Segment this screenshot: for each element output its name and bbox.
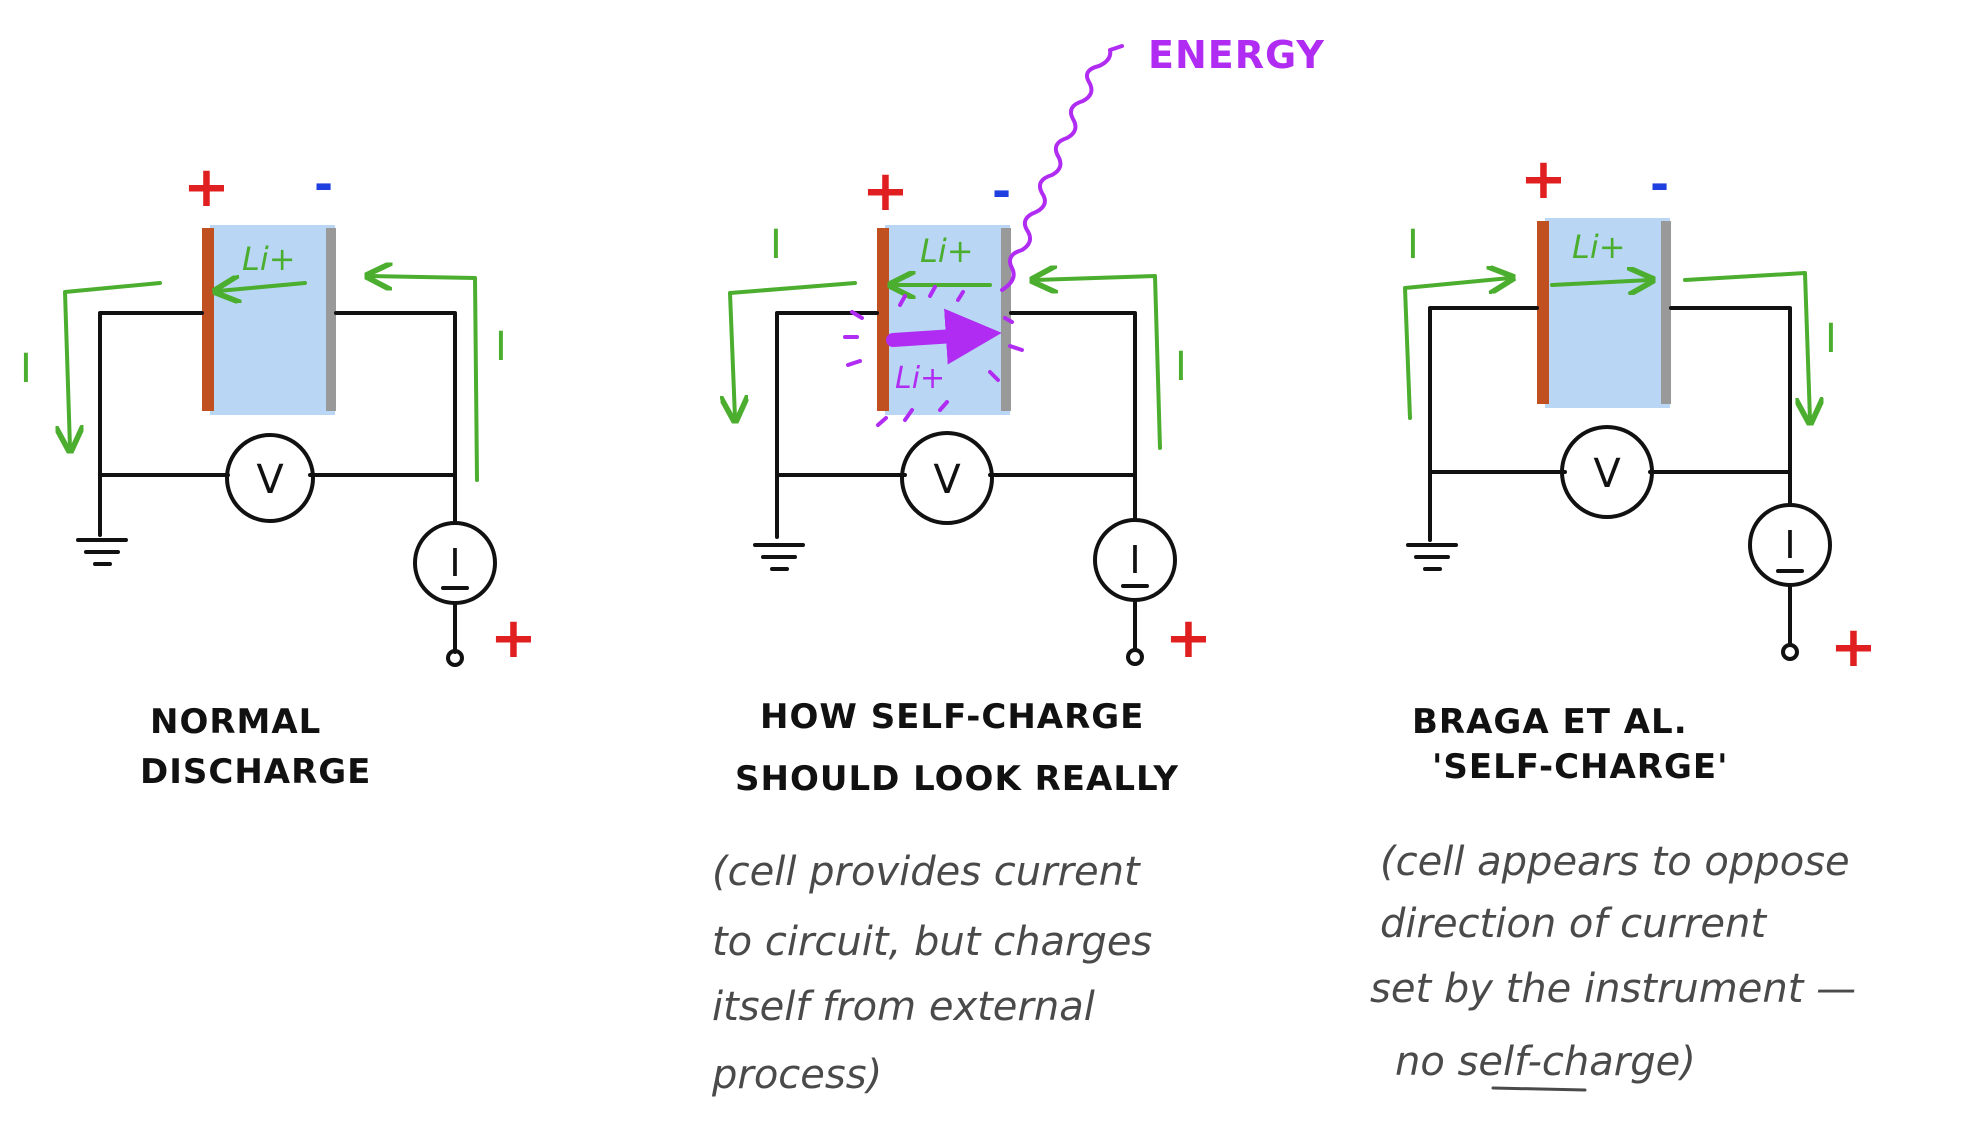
current-label: I — [1175, 344, 1187, 390]
caption-line: SHOULD LOOK REALLY — [735, 759, 1179, 799]
circuit-wire — [775, 311, 1137, 652]
ground-icon — [76, 538, 128, 566]
energy-input: Li+ ENERGY — [843, 33, 1325, 427]
ground-icon — [1406, 543, 1458, 571]
battery-cell — [1537, 218, 1671, 408]
note-line: set by the instrument — — [1370, 966, 1856, 1012]
voltmeter-symbol: V — [1593, 451, 1621, 497]
positive-electrode — [877, 228, 889, 411]
panel-self-charge-real: + - V I + I I Li+ Li+ ENERGY — [711, 33, 1325, 1098]
current-source: I — [1093, 518, 1177, 602]
underline-self — [1491, 1086, 1587, 1092]
current-label: I — [1825, 316, 1837, 362]
note-line: to circuit, but charges — [712, 919, 1152, 965]
note-line: direction of current — [1380, 901, 1767, 947]
caption-line: BRAGA ET AL. — [1412, 702, 1688, 742]
terminal — [446, 649, 464, 667]
negative-sign: - — [314, 157, 333, 211]
note-line: process) — [711, 1052, 882, 1098]
ion-label: Li+ — [920, 232, 974, 270]
terminal-sign: + — [1830, 615, 1877, 680]
voltmeter: V — [225, 433, 315, 523]
energy-wave — [1000, 44, 1124, 292]
ion-flow-arrow — [218, 283, 307, 291]
terminal-sign: + — [1165, 606, 1212, 671]
note-line: (cell appears to oppose — [1380, 839, 1850, 885]
energy-arrow — [886, 308, 1002, 365]
current-label: I — [495, 324, 507, 370]
current-arrow — [370, 276, 479, 482]
caption-line: DISCHARGE — [140, 752, 371, 792]
spark-marks — [843, 285, 1024, 427]
caption-line: HOW SELF-CHARGE — [760, 697, 1144, 737]
battery-cell — [202, 225, 336, 415]
current-source: I — [413, 521, 497, 605]
current-arrow — [1403, 278, 1510, 420]
circuit-wire — [1428, 306, 1792, 647]
energy-label: ENERGY — [1148, 33, 1325, 77]
caption-line: NORMAL — [150, 702, 321, 742]
voltmeter-symbol: V — [256, 457, 284, 503]
current-source-symbol: I — [1129, 538, 1140, 582]
panel-normal-discharge: + - V I + I I Li+ NORMAL DISCHARGE — [20, 155, 537, 792]
negative-electrode — [326, 228, 336, 411]
current-source-symbol: I — [1784, 523, 1795, 567]
ion-label-inside: Li+ — [895, 361, 945, 396]
note-line: (cell provides current — [712, 849, 1141, 895]
circuit-wire — [98, 311, 457, 654]
positive-sign: + — [1520, 147, 1567, 212]
note-line: itself from external — [712, 984, 1095, 1030]
ground-icon — [753, 543, 805, 571]
voltmeter: V — [900, 431, 994, 525]
current-label: I — [1407, 222, 1419, 268]
positive-sign: + — [183, 155, 230, 220]
negative-electrode — [1661, 221, 1671, 404]
terminal — [1781, 643, 1799, 661]
voltmeter: V — [1560, 425, 1654, 519]
ion-flow-arrow — [1550, 280, 1650, 285]
ion-label: Li+ — [1572, 228, 1626, 266]
caption-line: 'SELF-CHARGE' — [1432, 747, 1729, 787]
negative-sign: - — [992, 164, 1011, 218]
current-arrow — [730, 281, 857, 418]
positive-sign: + — [862, 159, 909, 224]
positive-electrode — [1537, 221, 1549, 404]
current-label: I — [770, 222, 782, 268]
electrolyte — [210, 225, 335, 415]
electrolyte — [1545, 218, 1670, 408]
terminal-sign: + — [490, 606, 537, 671]
positive-electrode — [202, 228, 214, 411]
current-arrow — [65, 281, 162, 448]
current-source: I — [1748, 503, 1832, 587]
terminal — [1126, 648, 1144, 666]
voltmeter-symbol: V — [933, 457, 961, 503]
current-arrow — [1683, 271, 1810, 420]
note-line: no self-charge) — [1395, 1039, 1696, 1085]
ion-label: Li+ — [242, 240, 296, 278]
panel-braga-self-charge: + - V I + I I Li+ BRAGA ET AL. 'SELF-CHA… — [1370, 147, 1877, 1092]
current-arrow — [1035, 276, 1162, 450]
current-label: I — [20, 346, 32, 392]
current-source-symbol: I — [449, 541, 460, 585]
negative-sign: - — [1650, 157, 1669, 211]
